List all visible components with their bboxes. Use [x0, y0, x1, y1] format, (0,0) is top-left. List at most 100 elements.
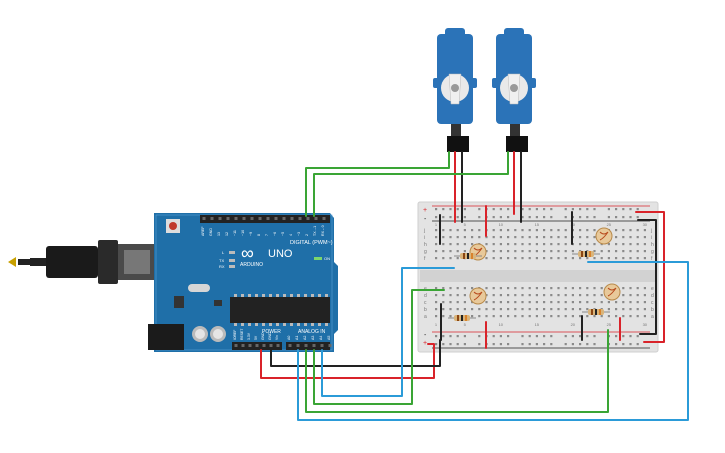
bb-col-label: 5: [464, 322, 467, 327]
resistor-icon: [582, 309, 610, 315]
digital-pin-label: ~9: [249, 232, 253, 236]
power-pin[interactable]: [269, 344, 273, 347]
resistor-icon: [572, 251, 600, 257]
bb-row-label: d: [424, 293, 427, 299]
digital-pin-label: 4: [289, 234, 293, 236]
digital-pin[interactable]: [322, 217, 326, 220]
power-pin-label: GND: [261, 332, 265, 340]
wire-rail-black-right: [637, 219, 657, 335]
digital-pin[interactable]: [274, 217, 278, 220]
bb-row-label: f: [424, 256, 426, 262]
led-rx-icon: [229, 265, 235, 268]
digital-pin-label: TX→1: [313, 226, 317, 236]
bb-row-label: c: [424, 300, 427, 306]
analog-pin-label: A0: [287, 336, 291, 340]
digital-pin[interactable]: [242, 217, 246, 220]
wire-rail-red-right: [635, 211, 665, 343]
bb-row-label: a: [424, 314, 427, 320]
analog-pin[interactable]: [304, 344, 308, 347]
digital-pin[interactable]: [258, 217, 262, 220]
photoresistor-icon: [595, 227, 613, 245]
analog-pin-label: A1: [295, 336, 299, 340]
analog-pin-label: A2: [303, 336, 307, 340]
bb-col-label: 10: [499, 222, 504, 227]
digital-pin[interactable]: [314, 217, 318, 220]
power-pin[interactable]: [248, 344, 252, 347]
sensors: [448, 227, 621, 321]
digital-pin[interactable]: [210, 217, 214, 220]
wire-a0-blue: [297, 261, 689, 421]
power-pin-label: IOREF: [233, 330, 237, 340]
digital-pin[interactable]: [266, 217, 270, 220]
power-pin-label: 3.3V: [247, 332, 251, 340]
digital-pin[interactable]: [202, 217, 206, 220]
digital-pin[interactable]: [226, 217, 230, 220]
digital-pin[interactable]: [234, 217, 238, 220]
analog-pin[interactable]: [296, 344, 300, 347]
bb-row-label: j: [650, 228, 652, 234]
bb-col-label: 20: [571, 222, 576, 227]
dc-power-jack-icon: [148, 324, 184, 350]
power-pin[interactable]: [234, 344, 238, 347]
led-l-icon: [229, 251, 235, 254]
analog-header-label: ANALOG IN: [298, 329, 326, 335]
digital-header: [200, 215, 330, 223]
resistor-icon: [448, 315, 476, 321]
bb-row-label: c: [651, 300, 654, 306]
digital-pin[interactable]: [298, 217, 302, 220]
digital-pin-label: 7: [265, 234, 269, 236]
usb-cable: [8, 240, 156, 284]
digital-header-label: DIGITAL (PWM~): [290, 240, 333, 246]
arduino-brand: ARDUINO: [240, 262, 263, 268]
digital-pin-label: 13: [217, 232, 221, 236]
power-pin[interactable]: [262, 344, 266, 347]
bb-row-label: g: [651, 249, 654, 255]
power-pin-label: GND: [268, 332, 272, 340]
digital-pin[interactable]: [250, 217, 254, 220]
digital-pin[interactable]: [306, 217, 310, 220]
analog-pin[interactable]: [312, 344, 316, 347]
led-tx-icon: [229, 259, 235, 262]
digital-pin-label: AREF: [201, 226, 205, 236]
digital-pin-label: ~3: [297, 232, 301, 236]
power-pin[interactable]: [255, 344, 259, 347]
rail-plus-bottom: +: [423, 340, 427, 347]
digital-pin[interactable]: [218, 217, 222, 220]
analog-pin[interactable]: [288, 344, 292, 347]
bb-row-label: g: [424, 249, 427, 255]
servo-right: [492, 28, 536, 152]
bb-row-label: b: [424, 307, 427, 313]
analog-pin-label: A3: [311, 336, 315, 340]
bb-row-label: i: [424, 235, 425, 241]
servo-right-connector: [506, 136, 528, 152]
bb-row-label: e: [651, 286, 654, 292]
bb-row-label: h: [651, 242, 654, 248]
analog-pin[interactable]: [320, 344, 324, 347]
bb-col-label: 20: [571, 322, 576, 327]
rail-minus-top: -: [424, 216, 427, 223]
usb-plug-body: [46, 246, 98, 278]
power-pin[interactable]: [276, 344, 280, 347]
led-on-label: ON: [324, 256, 330, 261]
bb-row-label: i: [651, 235, 652, 241]
digital-pin[interactable]: [290, 217, 294, 220]
led-rx-label: RX: [219, 264, 225, 269]
rail-plus-top: +: [423, 207, 427, 214]
photoresistor-icon: [469, 287, 487, 305]
analog-pin[interactable]: [328, 344, 332, 347]
analog-pin-label: A4: [319, 336, 323, 340]
bb-row-label: b: [651, 307, 654, 313]
power-pin[interactable]: [241, 344, 245, 347]
digital-pin-label: GND: [209, 228, 213, 236]
bb-row-label: a: [651, 314, 654, 320]
bb-row-label: f: [651, 256, 653, 262]
bb-row-label: h: [424, 242, 427, 248]
power-pin-label: RESET: [240, 329, 244, 340]
bb-col-label: 25: [607, 322, 612, 327]
digital-pin-label: RX←0: [321, 225, 325, 236]
bb-col-label: 5: [464, 222, 467, 227]
rail-minus-bottom: -: [424, 332, 427, 339]
bb-col-label: 10: [499, 322, 504, 327]
digital-pin[interactable]: [282, 217, 286, 220]
